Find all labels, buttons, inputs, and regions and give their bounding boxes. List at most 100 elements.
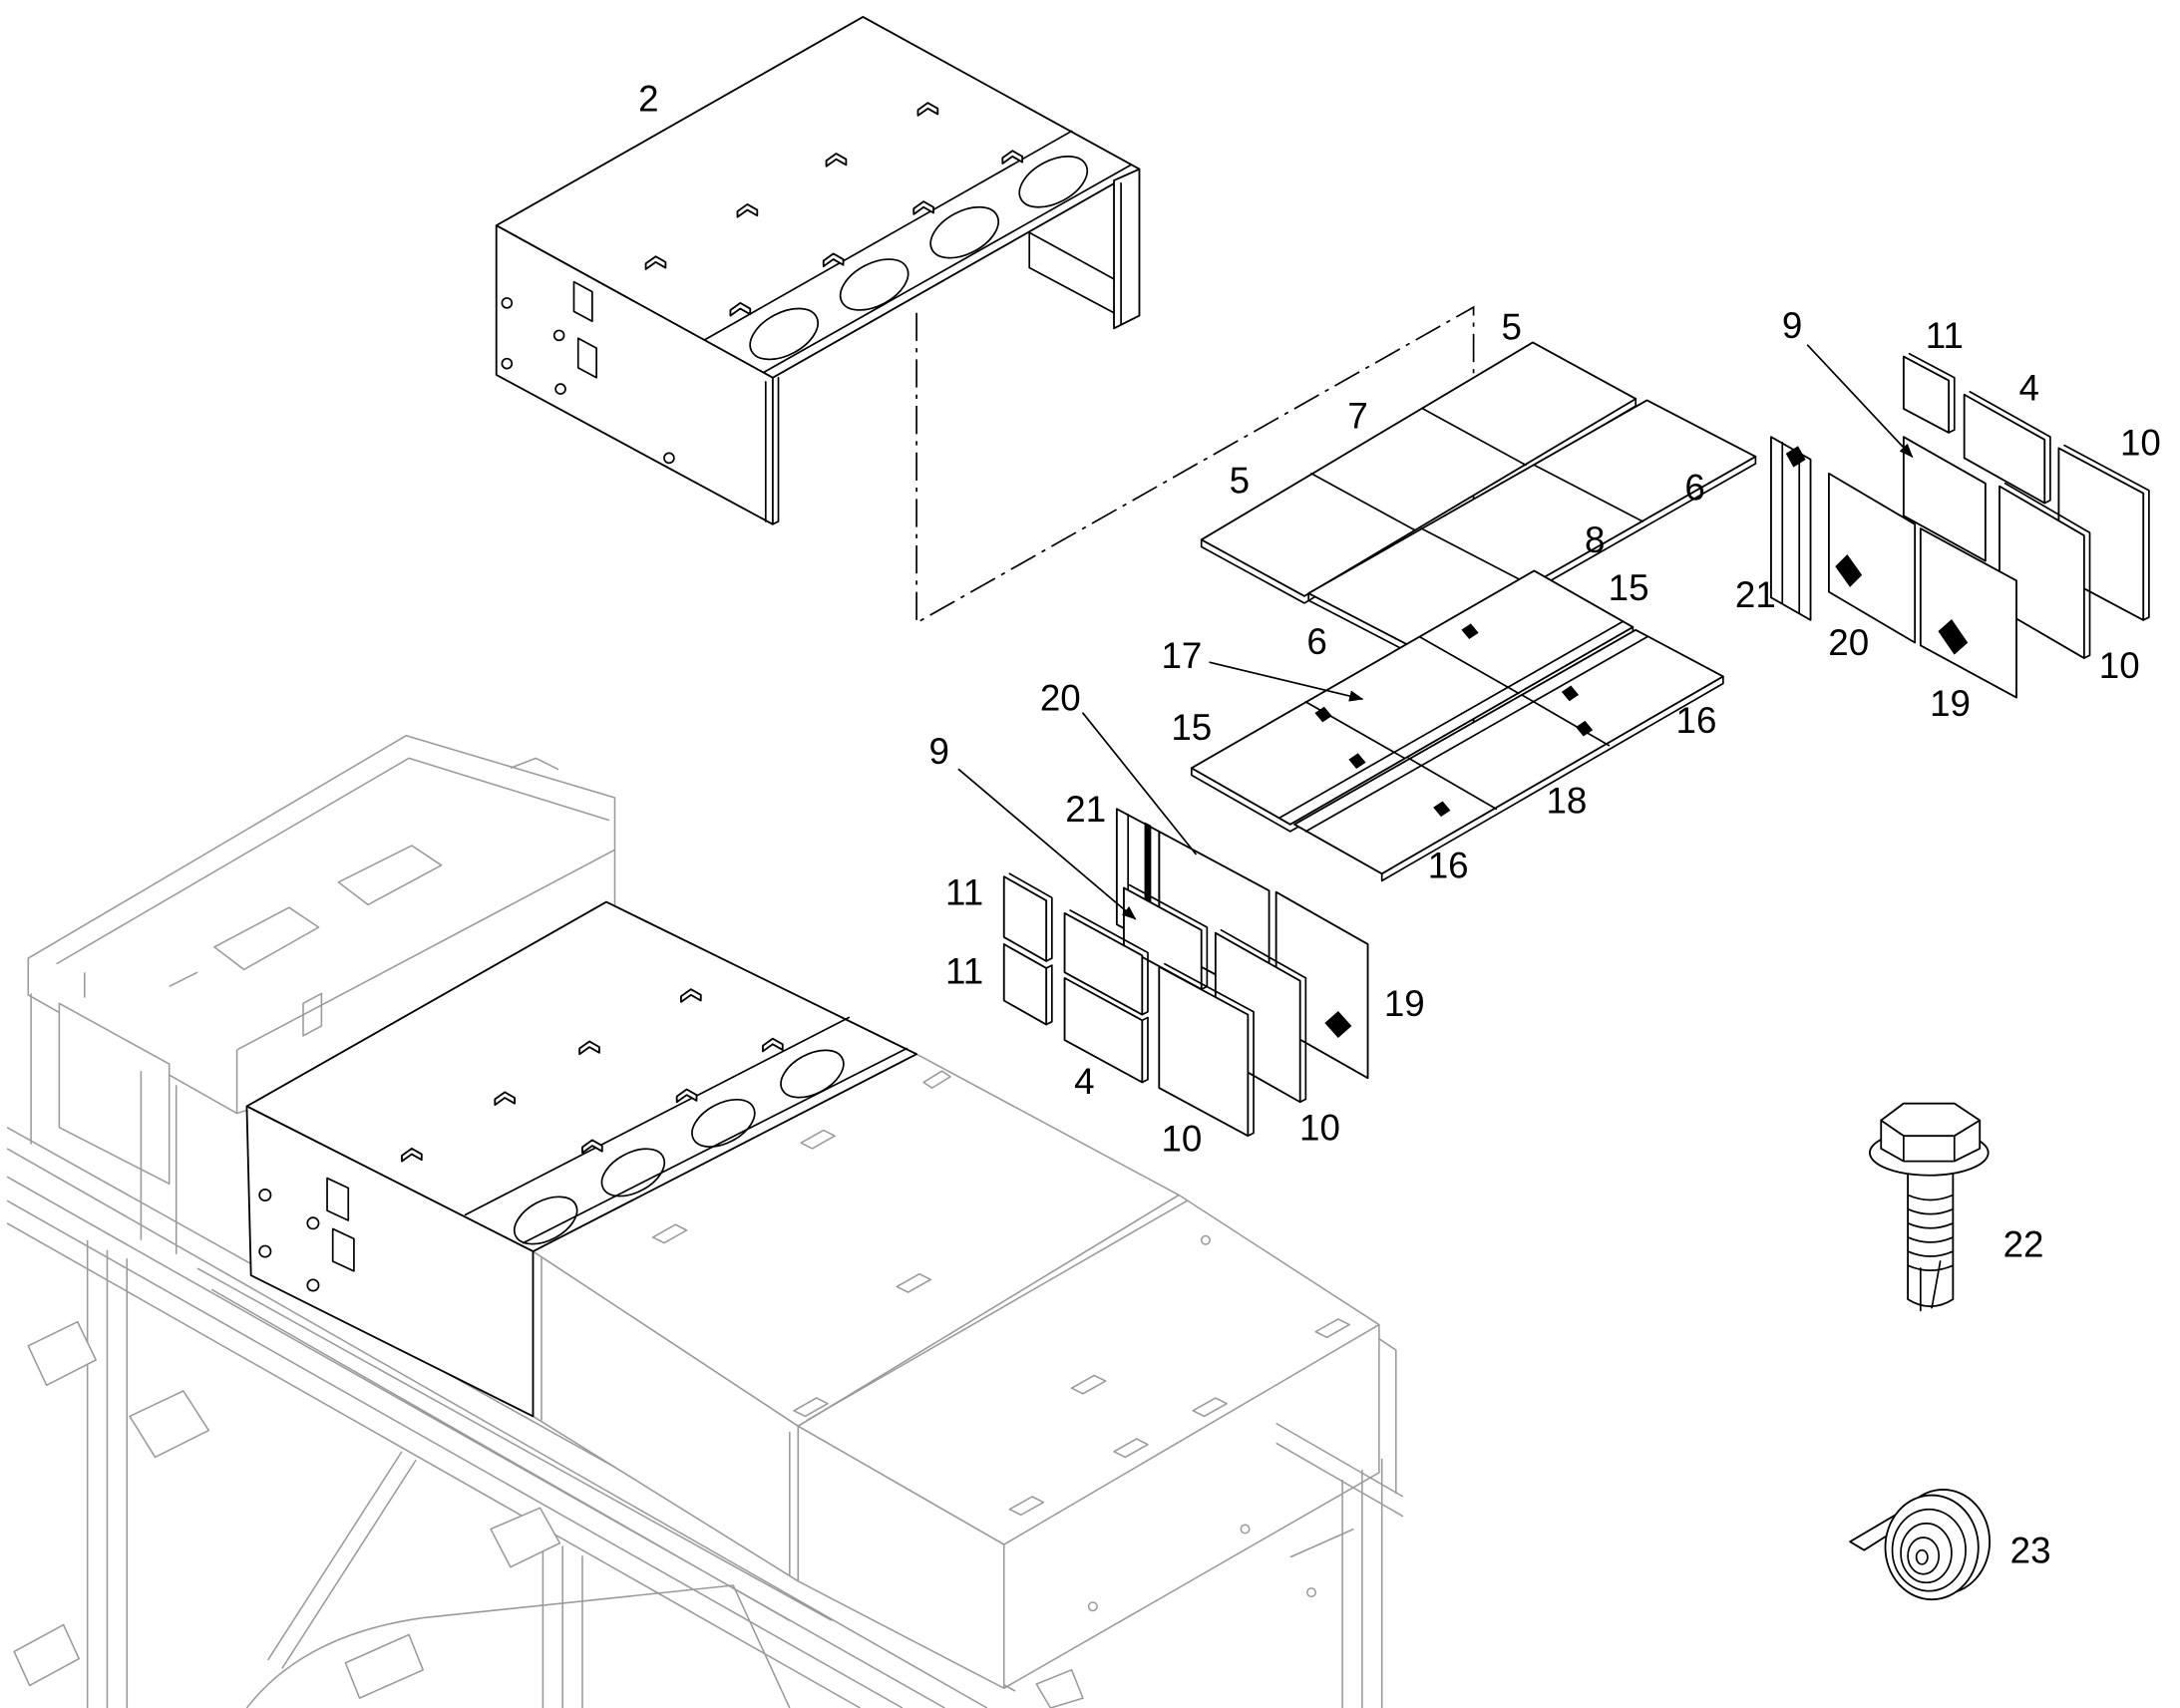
callout-label: 11 (945, 951, 983, 992)
callout-label: 19 (1384, 983, 1425, 1024)
callout-label: 10 (1299, 1107, 1340, 1148)
panel-21-right-details (1781, 441, 1801, 614)
callout-label: 7 (1347, 396, 1367, 437)
leader-line-17 (1209, 661, 1364, 702)
bolt-shank (1907, 1169, 1955, 1308)
panel-4-lower-edge (1141, 1016, 1149, 1084)
tape-ring (1891, 1508, 1967, 1592)
part-22-bolt (1869, 1102, 1990, 1312)
callout-label: 16 (1428, 846, 1469, 886)
callout-label: 22 (2003, 1224, 2044, 1265)
tape-ring (1900, 1523, 1953, 1584)
vent-opening (780, 1049, 845, 1099)
leader-line-20 (1082, 712, 1197, 855)
bolt-threads (1907, 1194, 1955, 1312)
panel-20-right (1828, 472, 1917, 644)
panel-19-left-marker (1324, 1011, 1352, 1039)
housing-front-details (501, 280, 675, 465)
box-top-pads (651, 1070, 1350, 1517)
housing-tabs (644, 102, 1024, 317)
panel-21-right-marker (1785, 446, 1806, 468)
callout-label: 2 (638, 79, 658, 120)
panel-4-upper-edge (1069, 909, 1149, 1016)
tape-ring (1907, 1537, 1941, 1575)
callout-label: 4 (2018, 367, 2038, 408)
callout-label: 20 (1828, 622, 1869, 663)
panel-21-right (1770, 436, 1812, 621)
callout-label: 9 (928, 731, 948, 772)
plate-set-lower (1190, 569, 1724, 882)
installed-housing-front-details (258, 1177, 355, 1292)
frame-foot-pads (13, 1320, 1084, 1708)
box-fastener-dots (1087, 1234, 1317, 1612)
panel-10-back-edge (1220, 928, 1307, 1104)
panel-9-right (1902, 436, 1987, 562)
callout-label: 6 (1684, 468, 1704, 509)
callout-label: 5 (1230, 461, 1250, 502)
callout-label: 21 (1735, 574, 1776, 615)
installed-housing-openings (513, 1049, 845, 1245)
vent-opening (1018, 156, 1089, 208)
block-11-right (1902, 355, 1951, 434)
housing-vent-openings (749, 156, 1089, 361)
panel-4-right-edge (1969, 391, 2051, 505)
callout-label: 6 (1306, 621, 1326, 662)
tape-core (1915, 1548, 1929, 1565)
frame-rails (6, 993, 1016, 1708)
callout-label: 18 (1546, 781, 1587, 822)
callout-label: 19 (1930, 683, 1971, 724)
frame-cross-members (245, 1422, 1404, 1708)
callout-labels: 2 5 7 5 6 8 6 15 17 15 16 18 16 20 9 21 … (638, 79, 2161, 1571)
callout-label: 16 (1676, 700, 1717, 741)
plate-set-upper (1200, 341, 1757, 658)
callout-label: 23 (2010, 1530, 2051, 1570)
panel-10-front-edge (1164, 962, 1255, 1138)
plate-16-18-16-edges (1304, 635, 1724, 882)
part-23-tape-roll (1849, 1489, 1992, 1601)
housing-end-frame (764, 181, 1122, 525)
box-edges (541, 1199, 1397, 1689)
callout-label: 11 (1926, 315, 1964, 356)
panel-group-right (1770, 344, 2150, 699)
block-11-right-edge (1908, 352, 1956, 434)
callout-label: 4 (1074, 1061, 1094, 1102)
vent-opening (839, 258, 909, 311)
cab-top-pad (213, 906, 320, 971)
installed-housing-front (245, 1105, 535, 1418)
vent-opening (513, 1196, 578, 1245)
panel-20-right-marker (1835, 553, 1863, 587)
panel-10-right-upper-edge (2063, 444, 2150, 621)
leader-line-9-right (1806, 344, 1914, 458)
cab-details (56, 757, 615, 1114)
panel-group-left (957, 712, 1369, 1138)
callout-label: 20 (1040, 677, 1081, 718)
plate-marker-squares (1314, 623, 1594, 818)
part-2-housing (495, 16, 1141, 525)
bolt-hex-head-edges (1903, 1135, 1956, 1163)
callout-label: 10 (2120, 423, 2161, 464)
vent-opening (691, 1098, 756, 1148)
installed-housing (245, 900, 918, 1418)
vent-opening (749, 307, 819, 361)
plate-15-17-15-edges (1190, 620, 1635, 833)
block-11-upper-edge (1008, 872, 1053, 962)
callout-label: 10 (1161, 1119, 1202, 1160)
callout-label: 15 (1171, 707, 1212, 748)
panel-19-right (1919, 527, 2017, 699)
callout-label: 17 (1161, 635, 1202, 676)
callout-label: 15 (1609, 567, 1649, 608)
callout-label: 10 (2099, 645, 2140, 686)
leader-line-9 (957, 768, 1137, 920)
block-11-lower-edge (1045, 964, 1053, 1026)
callout-label: 9 (1782, 305, 1802, 346)
cab-top-pad (337, 845, 443, 906)
panel-10-right-lower-edge (2003, 482, 2091, 659)
vent-opening (600, 1148, 666, 1197)
panel-9-left-edge (1128, 883, 1209, 991)
panel-19-right-marker (1938, 619, 1969, 655)
assembly-centerline (915, 305, 1475, 726)
tape-roll-front (1884, 1494, 1980, 1601)
callout-label: 11 (945, 871, 983, 912)
housing-end-post (1113, 168, 1141, 330)
